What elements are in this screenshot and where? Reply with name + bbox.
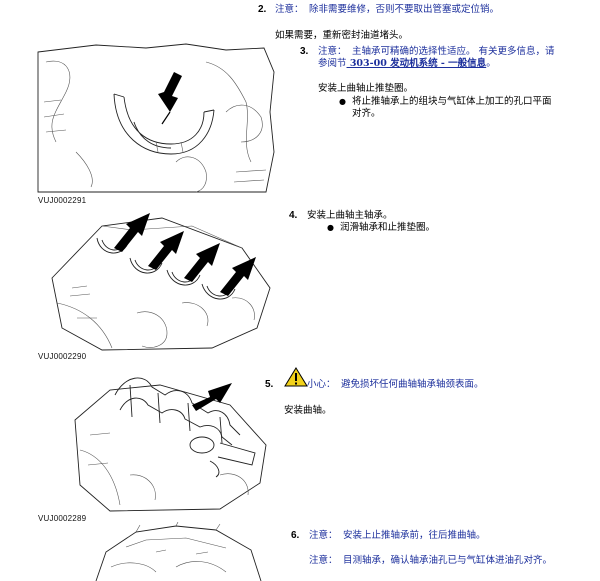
step-6-note2-label: 注意： bbox=[309, 555, 338, 566]
step-5-caution-text: 避免损坏任何曲轴轴承轴颈表面。 bbox=[341, 379, 484, 390]
figure-main-bearings bbox=[51, 213, 271, 351]
step-4-number: 4. bbox=[289, 210, 298, 221]
step-6-number: 6. bbox=[291, 530, 300, 541]
step-2-note-text: 除非需要维修，否则不要取出管塞或定位销。 bbox=[309, 4, 500, 15]
step-6-note-text: 安装上止推轴承前，往后推曲轴。 bbox=[343, 530, 486, 541]
step-2-number: 2. bbox=[258, 4, 267, 15]
figure-id: VUJ0002290 bbox=[38, 352, 87, 361]
figure-bearing-cap-partial bbox=[95, 522, 262, 581]
figure-id: VUJ0002289 bbox=[38, 514, 87, 523]
step-3-note-text-2: 参阅节 303-00 发动机系统 - 一般信息。 bbox=[318, 57, 496, 70]
step-6-note-label: 注意： bbox=[309, 530, 338, 541]
figure-crankshaft bbox=[74, 377, 267, 512]
step-3-note-text: 主轴承可精确的选择性适应。 有关更多信息，请 bbox=[352, 46, 555, 57]
step-4-bullet-text: 润滑轴承和止推垫圈。 bbox=[340, 222, 436, 233]
plug-note: 如果需要，重新密封油道堵头。 bbox=[275, 30, 409, 41]
step-5-instruction: 安装曲轴。 bbox=[284, 405, 332, 416]
step-5-caution-label: 小心： bbox=[307, 379, 336, 390]
step-2-note-label: 注意： bbox=[275, 4, 304, 15]
step-3-note-label: 注意： bbox=[318, 46, 347, 57]
step-5-number: 5. bbox=[265, 379, 274, 390]
bullet-icon: ● bbox=[327, 223, 334, 232]
step-4-instruction: 安装上曲轴主轴承。 bbox=[307, 210, 393, 221]
step-3-ref-suffix: 。 bbox=[486, 58, 496, 69]
section-303-00-link[interactable]: 303-00 发动机系统 - 一般信息 bbox=[346, 58, 487, 69]
figure-thrust-washer bbox=[37, 43, 275, 193]
step-6-note2-text: 目测轴承，确认轴承油孔已与气缸体进油孔对齐。 bbox=[343, 555, 553, 566]
caution-triangle-icon bbox=[284, 367, 308, 387]
step-3-number: 3. bbox=[300, 46, 309, 57]
bullet-icon: ● bbox=[339, 97, 346, 106]
figure-id: VUJ0002291 bbox=[38, 196, 87, 205]
step-3-instruction: 安装上曲轴止推垫圈。 bbox=[318, 83, 414, 94]
step-3-bullet-text-2: 对齐。 bbox=[352, 108, 381, 119]
step-3-bullet-text: 将止推轴承上的组块与气缸体上加工的孔口平面 bbox=[352, 96, 552, 107]
step-3-ref-prefix: 参阅节 bbox=[318, 58, 347, 69]
